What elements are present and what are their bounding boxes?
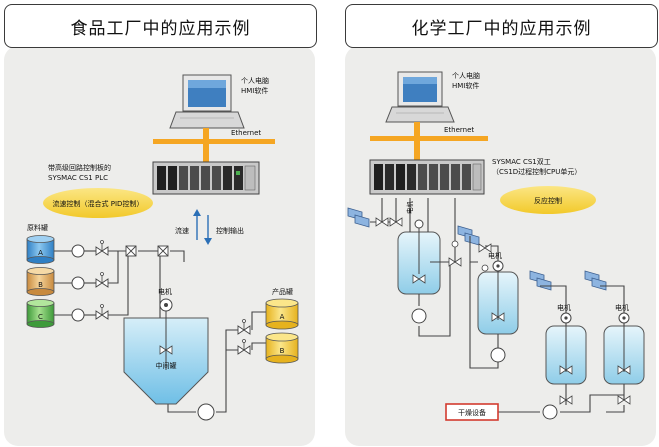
- flow-rate-label: 流速: [175, 226, 189, 235]
- reactor-vessels: [397, 231, 645, 385]
- left-plc-rack: [152, 161, 260, 195]
- motors: [414, 219, 630, 324]
- product-tank-a: [265, 298, 299, 330]
- right-laptop-icon: [385, 71, 455, 123]
- left-ethernet-drop: [203, 128, 209, 162]
- left-control-oval: [43, 188, 153, 218]
- mid-tank-label: 中间罐: [156, 361, 177, 370]
- right-valves: [375, 217, 631, 405]
- left-valve-stems: [100, 240, 246, 350]
- dryer-label: 干燥设备: [458, 408, 486, 417]
- control-output-label: 控制输出: [216, 226, 244, 235]
- right-control-oval: [500, 186, 596, 214]
- right-motor-label-3: 电机: [557, 303, 571, 312]
- right-plc-rack: [369, 159, 485, 195]
- product-tank-b-label: B: [280, 347, 285, 355]
- level-gauges: [451, 240, 489, 272]
- right-motor-label-4: 电机: [615, 303, 629, 312]
- left-plc-label-1: 带高级回路控制板的: [48, 163, 111, 172]
- food-plant-title: 食品工厂中的应用示例: [4, 4, 317, 48]
- raw-tank-b-label: B: [38, 281, 43, 289]
- right-motor-label-1: 电机: [405, 201, 414, 215]
- feed-hoppers: [347, 207, 607, 291]
- left-control-label: 流速控制（混合式 PID控制）: [53, 199, 144, 208]
- right-pumps: [411, 308, 558, 420]
- chemical-plant-title: 化学工厂中的应用示例: [345, 4, 658, 48]
- raw-tank-b: [26, 267, 55, 296]
- dryer-box: [445, 403, 499, 421]
- left-pc-label: 个人电脑: [241, 76, 269, 85]
- right-hmi-label: HMI软件: [452, 81, 479, 90]
- left-hmi-label: HMI软件: [241, 86, 268, 95]
- right-control-label: 反应控制: [534, 196, 562, 205]
- left-ethernet-bus: [153, 139, 275, 144]
- right-piping: [370, 198, 625, 413]
- product-tank-b: [265, 332, 299, 364]
- left-motor-label: 电机: [158, 287, 172, 296]
- left-ethernet-label: Ethernet: [231, 129, 261, 137]
- mid-tank: [123, 298, 209, 405]
- laptop-icon: [169, 74, 245, 129]
- raw-tank-a: [26, 235, 55, 264]
- right-plc-label-2: （CS1D过程控制CPU单元）: [492, 167, 581, 176]
- right-ethernet-label: Ethernet: [444, 126, 474, 134]
- right-pc-label: 个人电脑: [452, 71, 480, 80]
- product-tank-a-label: A: [280, 313, 285, 321]
- left-plc-label-2: SYSMAC CS1 PLC: [48, 174, 108, 182]
- product-tank-label: 产品罐: [272, 287, 293, 296]
- right-plc-label-1: SYSMAC CS1双工: [492, 158, 551, 166]
- raw-tank-label: 原料罐: [27, 223, 48, 232]
- raw-tank-c-label: C: [38, 313, 43, 321]
- right-motor-label-2: 电机: [488, 251, 502, 260]
- signal-arrows: [193, 209, 212, 245]
- right-ethernet-bus: [370, 136, 488, 141]
- left-pumps: [71, 244, 215, 421]
- agitators: [418, 224, 625, 372]
- raw-tank-c: [26, 299, 55, 328]
- raw-tank-a-label: A: [38, 249, 43, 257]
- motor-dots: [496, 264, 626, 320]
